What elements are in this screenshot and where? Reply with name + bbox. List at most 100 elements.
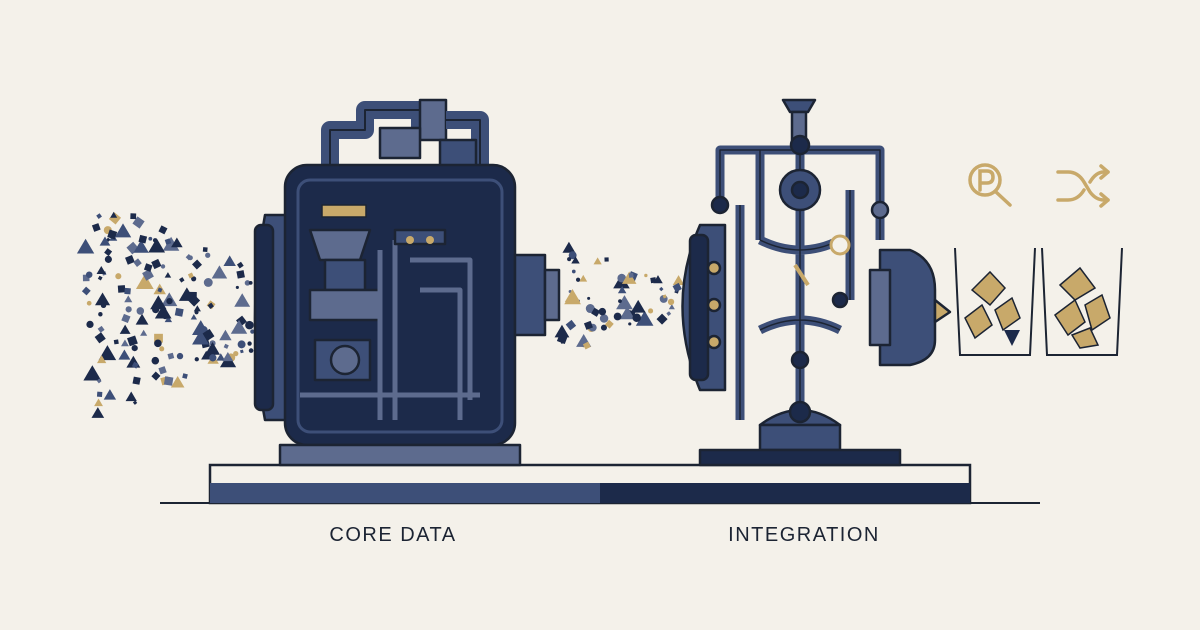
- flowing-data-fragments: [554, 241, 685, 350]
- data-fragment: [157, 287, 163, 293]
- data-fragment: [135, 273, 154, 290]
- data-fragment: [152, 238, 158, 243]
- data-fragment: [202, 247, 208, 252]
- data-fragment: [130, 213, 137, 220]
- data-fragment: [250, 329, 255, 334]
- data-fragment: [158, 366, 167, 375]
- data-fragment: [632, 313, 642, 323]
- data-fragment: [95, 292, 111, 306]
- data-fragment: [136, 307, 145, 315]
- data-fragment: [118, 349, 131, 360]
- data-fragment: [194, 310, 199, 315]
- output-container-left: [954, 247, 1036, 356]
- data-fragment: [97, 355, 107, 364]
- shuffle-arrows-icon: [1056, 164, 1110, 208]
- data-fragment: [230, 319, 248, 334]
- data-fragment: [216, 353, 226, 361]
- data-fragment: [143, 263, 153, 272]
- data-fragment: [151, 356, 160, 365]
- data-fragment: [635, 310, 654, 326]
- data-fragment: [583, 320, 593, 330]
- data-fragment: [653, 275, 663, 284]
- data-fragment: [593, 257, 602, 265]
- data-fragment: [170, 375, 185, 388]
- data-fragment: [135, 313, 149, 325]
- data-fragment: [644, 273, 648, 278]
- data-fragment: [219, 329, 232, 341]
- raw-data-fragments: [76, 211, 255, 418]
- data-fragment: [97, 325, 105, 333]
- data-fragment: [174, 307, 184, 317]
- data-fragment: [150, 295, 167, 310]
- data-fragment: [571, 256, 580, 264]
- data-fragment: [628, 322, 632, 326]
- data-fragment: [617, 273, 627, 283]
- data-fragment: [579, 274, 588, 282]
- data-fragment: [132, 216, 145, 229]
- data-fragment: [86, 320, 94, 329]
- data-fragment: [237, 340, 246, 349]
- data-fragment: [571, 269, 576, 274]
- data-fragment: [124, 295, 133, 303]
- data-fragment: [119, 324, 131, 334]
- integration-label: INTEGRATION: [728, 524, 880, 546]
- data-fragment: [617, 286, 627, 294]
- data-fragment: [91, 223, 101, 232]
- data-fragment: [97, 275, 103, 281]
- data-fragment: [182, 373, 188, 379]
- data-fragment: [600, 324, 607, 331]
- data-fragment: [672, 282, 682, 293]
- data-fragment: [591, 307, 601, 317]
- data-fragment: [85, 271, 93, 278]
- data-fragment: [201, 350, 212, 360]
- p-magnifier-icon: [968, 163, 1012, 207]
- data-fragment: [124, 287, 131, 295]
- data-fragment: [158, 225, 168, 235]
- data-fragment: [125, 306, 132, 313]
- data-fragment: [205, 342, 221, 355]
- data-fragment: [125, 254, 135, 265]
- data-fragment: [138, 234, 148, 244]
- data-fragment: [233, 350, 239, 357]
- data-fragment: [604, 257, 609, 262]
- data-fragment: [133, 239, 149, 253]
- data-fragment: [613, 312, 622, 321]
- data-fragment: [121, 286, 125, 290]
- data-fragment: [648, 308, 654, 314]
- data-fragment: [110, 211, 118, 218]
- data-fragment: [630, 299, 646, 313]
- data-fragment: [203, 278, 213, 287]
- core-data-label: CORE DATA: [329, 524, 457, 546]
- data-fragment: [666, 311, 672, 316]
- data-fragment: [236, 261, 244, 269]
- data-fragment: [554, 324, 570, 338]
- data-fragment: [86, 300, 92, 306]
- data-fragment: [148, 236, 153, 241]
- data-fragment: [618, 299, 622, 304]
- data-fragment: [94, 398, 103, 407]
- data-fragment: [621, 271, 637, 284]
- data-fragment: [91, 407, 105, 418]
- data-fragment: [209, 354, 217, 362]
- data-fragment: [656, 313, 668, 325]
- data-fragment: [167, 352, 175, 360]
- data-fragment: [96, 378, 102, 384]
- data-fragment: [193, 305, 201, 312]
- data-fragment: [132, 376, 141, 385]
- data-fragment: [599, 314, 609, 323]
- data-fragment: [568, 251, 577, 260]
- core-data-machine: [253, 98, 561, 467]
- data-fragment: [248, 280, 253, 285]
- data-fragment: [114, 223, 132, 238]
- data-fragment: [104, 255, 112, 263]
- data-fragment: [192, 330, 210, 345]
- data-fragment: [99, 236, 111, 246]
- data-fragment: [222, 351, 234, 362]
- data-fragment: [159, 346, 165, 352]
- data-fragment: [140, 329, 148, 336]
- data-fragment: [234, 293, 251, 307]
- data-fragment: [659, 286, 664, 292]
- data-fragment: [192, 259, 202, 270]
